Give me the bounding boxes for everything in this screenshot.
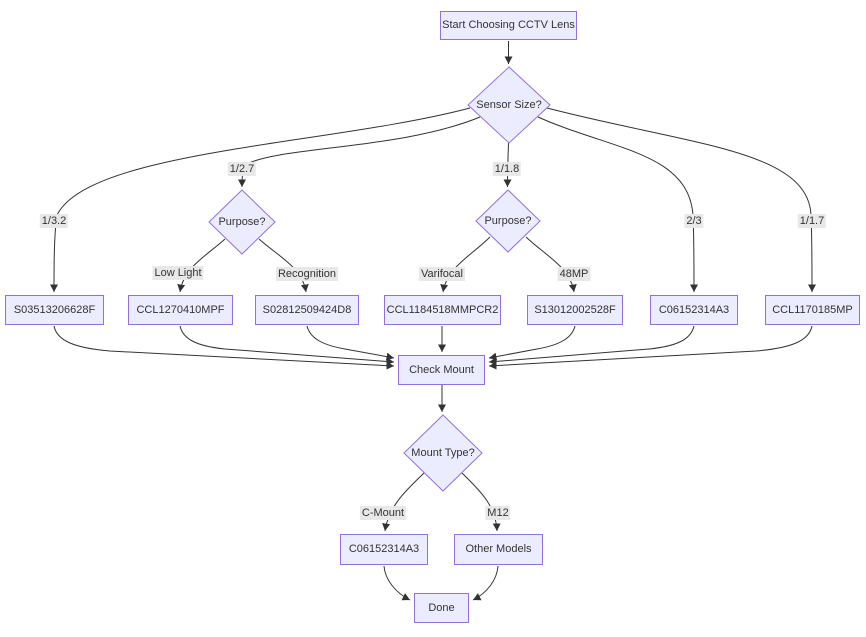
decision-mount-type-shape — [403, 414, 483, 492]
decision-purpose-right-label: Purpose? — [484, 215, 532, 227]
edge-s03513206628f-to-check-mount — [53, 325, 395, 370]
node-ccl1170185mp-label: CCL1170185MP — [772, 303, 853, 316]
edge-label-recognition: Recognition — [275, 267, 339, 281]
node-done-label: Done — [428, 601, 455, 614]
decision-sensor-size-label: Sensor Size? — [476, 99, 542, 111]
edge-sensor-to-1-3-2 — [50, 107, 471, 293]
node-done: Done — [414, 593, 469, 623]
decision-mount-type-label: Mount Type? — [411, 447, 475, 459]
edge-sensor-to-2-3 — [537, 116, 698, 293]
edge-purpose-right-to-48mp — [525, 236, 577, 293]
edge-label-varifocal: Varifocal — [419, 267, 465, 281]
edge-label-1-3-2: 1/3.2 — [39, 214, 69, 228]
node-s02812509424d8: S02812509424D8 — [255, 295, 359, 325]
node-ccl1270410mpf-label: CCL1270410MPF — [136, 303, 225, 316]
edge-mount-type-to-c-mount — [382, 471, 426, 532]
edge-label-1-1-7: 1/1.7 — [797, 214, 827, 228]
node-c06152314a3-label: C06152314A3 — [658, 303, 730, 316]
node-s03513206628f: S03513206628F — [5, 295, 104, 325]
decision-purpose-left-shape — [208, 189, 276, 255]
edge-label-2-3: 2/3 — [684, 214, 704, 228]
edge-label-48mp: 48MP — [557, 267, 591, 281]
edge-purpose-left-to-low-light — [177, 238, 226, 293]
edge-label-1-2-7: 1/2.7 — [227, 162, 257, 176]
edge-purpose-left-to-recognition — [258, 238, 309, 293]
edge-ccl1170185mp-to-check-mount — [488, 325, 813, 370]
node-start: Start Choosing CCTV Lens — [440, 11, 577, 40]
node-ccl1170185mp: CCL1170185MP — [765, 295, 860, 325]
edge-mount-type-to-m12 — [460, 471, 501, 532]
edge-label-1-1-8: 1/1.8 — [492, 162, 522, 176]
node-ccl1184518mmpcr2: CCL1184518MMPCR2 — [384, 295, 501, 325]
node-check-mount: Check Mount — [398, 355, 485, 385]
edge-sensor-to-1-1-7 — [546, 107, 816, 293]
edge-s02812509424d8-to-check-mount — [306, 325, 395, 361]
decision-purpose-right-shape — [475, 189, 541, 253]
edge-label-m12: M12 — [485, 506, 511, 520]
decision-purpose-left-label: Purpose? — [218, 216, 266, 228]
edge-ccl1270410mpf-to-check-mount — [179, 325, 395, 366]
decision-sensor-size-shape — [467, 66, 551, 144]
node-ccl1184518mmpcr2-label: CCL1184518MMPCR2 — [386, 303, 499, 316]
edge-c06152314a3-bottom-to-done — [383, 565, 411, 601]
node-other-models-label: Other Models — [465, 543, 532, 555]
edge-c06152314a3-to-check-mount — [488, 325, 695, 366]
node-s13012002528f: S13012002528F — [527, 295, 623, 325]
edge-label-c-mount: C-Mount — [359, 506, 407, 520]
node-s03513206628f-label: S03513206628F — [13, 303, 96, 316]
node-ccl1270410mpf: CCL1270410MPF — [128, 295, 233, 325]
edge-label-low-light: Low Light — [152, 266, 204, 280]
node-s13012002528f-label: S13012002528F — [534, 303, 616, 316]
node-s02812509424d8-label: S02812509424D8 — [262, 303, 352, 316]
node-start-label: Start Choosing CCTV Lens — [442, 19, 575, 31]
edge-purpose-right-to-varifocal — [440, 236, 491, 293]
node-c06152314a3-bottom: C06152314A3 — [340, 534, 428, 565]
node-other-models: Other Models — [454, 534, 543, 565]
node-c06152314a3-bottom-label: C06152314A3 — [348, 543, 420, 555]
edge-sensor-to-1-2-7 — [238, 116, 481, 188]
node-check-mount-label: Check Mount — [409, 363, 474, 376]
edge-s13012002528f-to-check-mount — [488, 325, 576, 361]
node-c06152314a3: C06152314A3 — [650, 295, 738, 325]
edge-other-models-to-done — [472, 565, 499, 601]
